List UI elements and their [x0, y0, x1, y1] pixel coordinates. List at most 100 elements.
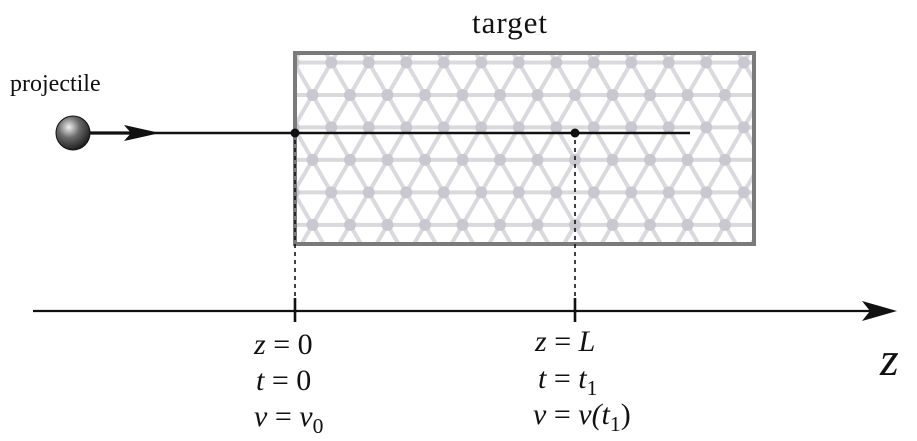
- lattice-atom: [269, 154, 281, 166]
- lattice-atom: [682, 219, 694, 231]
- lattice-bond: [388, 257, 407, 289]
- lattice-atom: [719, 284, 731, 296]
- lattice-atom: [532, 89, 544, 101]
- lattice-bond: [331, 257, 350, 289]
- lattice-atom: [850, 186, 862, 198]
- t0-equation: t = 0: [256, 366, 311, 396]
- lattice-atom: [438, 251, 450, 263]
- lattice-atom: [475, 251, 487, 263]
- lattice-atom: [757, 219, 769, 231]
- lattice-atom: [513, 186, 525, 198]
- lattice-bond: [669, 257, 688, 289]
- lattice-atom: [400, 251, 412, 263]
- lattice-atom: [494, 219, 506, 231]
- lattice-bond: [781, 160, 800, 192]
- lattice-atom: [438, 186, 450, 198]
- lattice-atom: [550, 121, 562, 133]
- lattice-atom: [738, 56, 750, 68]
- lattice-bond: [781, 257, 800, 289]
- lattice-atom: [288, 251, 300, 263]
- target-lattice: [269, 24, 862, 296]
- lattice-bond: [819, 30, 838, 62]
- lattice-atom: [269, 89, 281, 101]
- lattice-bond: [369, 257, 388, 289]
- lattice-atom: [663, 251, 675, 263]
- lattice-bond: [406, 257, 425, 289]
- lattice-bond: [763, 127, 782, 159]
- lattice-atom: [457, 284, 469, 296]
- lattice-bond: [800, 95, 819, 127]
- lattice-atom: [532, 219, 544, 231]
- lattice-atom: [682, 89, 694, 101]
- lattice-bond: [800, 160, 819, 192]
- lattice-bond: [819, 225, 838, 257]
- lattice-atom: [307, 24, 319, 36]
- lattice-atom: [382, 24, 394, 36]
- lattice-atom: [550, 56, 562, 68]
- projectile-label: projectile: [10, 72, 101, 96]
- lattice-atom: [813, 56, 825, 68]
- lattice-atom: [794, 154, 806, 166]
- lattice-bond: [838, 225, 857, 257]
- lattice-atom: [344, 219, 356, 231]
- lattice-bond: [294, 257, 313, 289]
- lattice-atom: [607, 284, 619, 296]
- lattice-bond: [763, 95, 782, 127]
- lattice-atom: [682, 24, 694, 36]
- lattice-bond: [425, 257, 444, 289]
- z0-equation: z = 0: [254, 330, 313, 360]
- lattice-atom: [307, 154, 319, 166]
- lattice-atom: [832, 219, 844, 231]
- lattice-atom: [832, 24, 844, 36]
- lattice-bond: [594, 257, 613, 289]
- lattice-atom: [813, 186, 825, 198]
- lattice-bond: [800, 192, 819, 224]
- lattice-atom: [400, 186, 412, 198]
- lattice-atom: [663, 121, 675, 133]
- lattice-bond: [275, 192, 294, 224]
- lattice-atom: [700, 56, 712, 68]
- lattice-atom: [588, 121, 600, 133]
- lattice-atom: [494, 89, 506, 101]
- lattice-bond: [781, 62, 800, 94]
- lattice-atom: [550, 251, 562, 263]
- lattice-atom: [569, 89, 581, 101]
- lattice-bond: [481, 257, 500, 289]
- lattice-atom: [325, 251, 337, 263]
- lattice-bond: [763, 62, 782, 94]
- lattice-atom: [738, 186, 750, 198]
- lattice-atom: [344, 284, 356, 296]
- lattice-atom: [307, 284, 319, 296]
- lattice-atom: [494, 284, 506, 296]
- zL-equation: z = L: [535, 327, 595, 357]
- lattice-bond: [838, 62, 857, 94]
- lattice-bond: [763, 257, 782, 289]
- lattice-atom: [325, 56, 337, 68]
- lattice-bond: [838, 160, 857, 192]
- lattice-bond: [763, 192, 782, 224]
- position-L-point: [571, 129, 580, 138]
- lattice-atom: [644, 284, 656, 296]
- lattice-atom: [269, 24, 281, 36]
- lattice-atom: [363, 56, 375, 68]
- lattice-bond: [575, 257, 594, 289]
- lattice-atom: [832, 89, 844, 101]
- lattice-atom: [607, 154, 619, 166]
- lattice-atom: [719, 89, 731, 101]
- lattice-bond: [781, 95, 800, 127]
- lattice-atom: [775, 186, 787, 198]
- lattice-atom: [757, 284, 769, 296]
- lattice-bond: [556, 257, 575, 289]
- lattice-atom: [382, 89, 394, 101]
- lattice-atom: [419, 284, 431, 296]
- lattice-bond: [275, 257, 294, 289]
- lattice-bond: [350, 257, 369, 289]
- lattice-bonds: [275, 30, 856, 290]
- lattice-atom: [719, 219, 731, 231]
- lattice-bond: [781, 192, 800, 224]
- lattice-atom: [569, 24, 581, 36]
- lattice-atom: [607, 24, 619, 36]
- lattice-bond: [800, 30, 819, 62]
- lattice-bond: [275, 95, 294, 127]
- lattice-bond: [463, 257, 482, 289]
